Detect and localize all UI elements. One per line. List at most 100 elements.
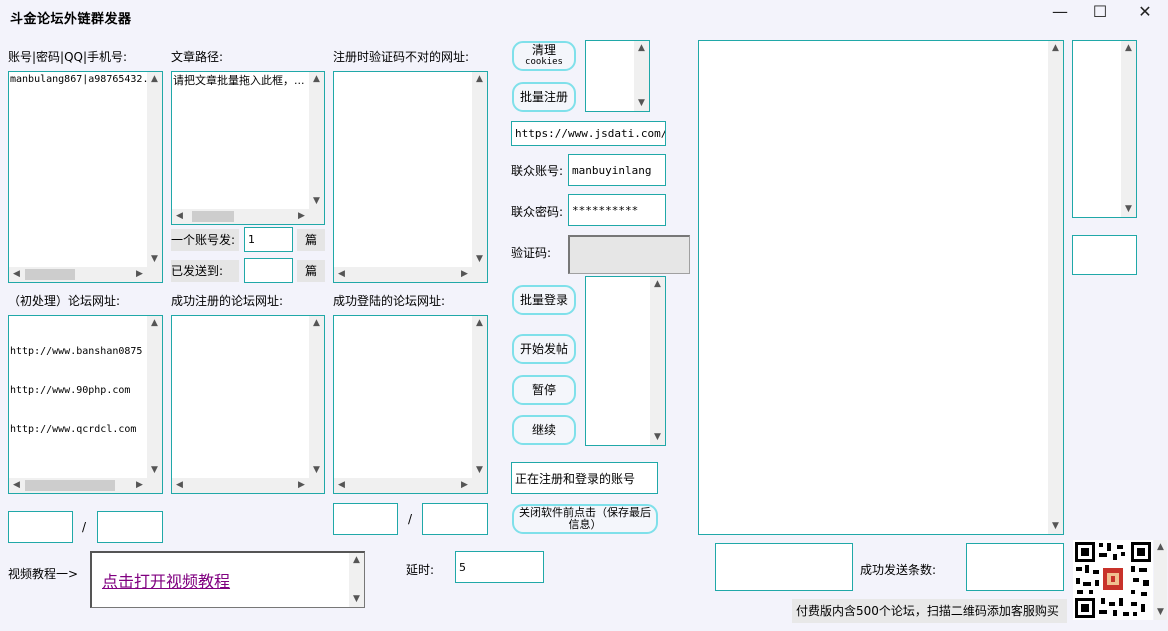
log-textarea[interactable]: ▲ ▼ — [698, 40, 1064, 535]
accounts-vscrollbar[interactable]: ▲ ▼ — [147, 72, 162, 267]
scroll-down-icon[interactable]: ▼ — [353, 594, 360, 604]
scroll-up-icon[interactable]: ▲ — [151, 318, 158, 328]
scroll-down-icon[interactable]: ▼ — [476, 254, 483, 264]
scroll-up-icon[interactable]: ▲ — [313, 74, 320, 84]
login-count-left[interactable] — [333, 503, 398, 535]
scroll-left-icon[interactable]: ◀ — [13, 480, 20, 490]
login-success-hscrollbar[interactable]: ◀ ▶ — [334, 478, 472, 493]
captcha-image — [568, 235, 690, 274]
video-tutorial-link[interactable]: 点击打开视频教程 — [102, 572, 231, 591]
scroll-up-icon[interactable]: ▲ — [1052, 43, 1059, 53]
reg-success-vscrollbar[interactable]: ▲ ▼ — [309, 316, 324, 478]
scroll-thumb[interactable] — [192, 211, 234, 222]
scroll-down-icon[interactable]: ▼ — [1157, 607, 1164, 617]
log-vscrollbar[interactable]: ▲ ▼ — [1048, 41, 1063, 534]
status-list[interactable]: ▲ ▼ — [585, 276, 666, 446]
qr-scrollbar[interactable]: ▲ ▼ — [1154, 540, 1167, 620]
scroll-corner — [147, 267, 162, 282]
reg-captcha-fail-textarea[interactable]: ▲ ▼ ◀ ▶ — [333, 71, 488, 283]
cookies-vscrollbar[interactable]: ▲ ▼ — [634, 41, 649, 111]
scroll-left-icon[interactable]: ◀ — [338, 480, 345, 490]
article-hscrollbar[interactable]: ◀ ▶ — [172, 209, 309, 224]
scroll-left-icon[interactable]: ◀ — [338, 269, 345, 279]
count-field-left[interactable] — [8, 511, 73, 543]
scroll-up-icon[interactable]: ▲ — [151, 74, 158, 84]
scroll-up-icon[interactable]: ▲ — [313, 318, 320, 328]
forum-urls-vscrollbar[interactable]: ▲ ▼ — [147, 316, 162, 478]
captcha-service-url-input[interactable]: https://www.jsdati.com/ — [511, 121, 666, 146]
resume-button[interactable]: 继续 — [512, 415, 576, 445]
scroll-up-icon[interactable]: ▲ — [476, 74, 483, 84]
close-save-button[interactable]: 关闭软件前点击（保存最后信息） — [512, 504, 658, 534]
accounts-hscrollbar[interactable]: ◀ ▶ — [9, 267, 147, 282]
lianzhong-account-label: 联众账号: — [511, 164, 564, 178]
delay-label: 延时: — [406, 563, 435, 577]
forum-urls-hscrollbar[interactable]: ◀ ▶ — [9, 478, 147, 493]
lianzhong-password-input[interactable]: ********** — [568, 194, 666, 226]
scroll-down-icon[interactable]: ▼ — [313, 196, 320, 206]
forum-urls-textarea[interactable]: http://www.banshan0875 http://www.90php.… — [8, 315, 163, 494]
scroll-down-icon[interactable]: ▼ — [151, 465, 158, 475]
lianzhong-account-input[interactable]: manbuyinlang — [568, 154, 666, 186]
article-vscrollbar[interactable]: ▲ ▼ — [309, 72, 324, 209]
scroll-down-icon[interactable]: ▼ — [151, 254, 158, 264]
per-account-input[interactable]: 1 — [244, 227, 293, 252]
scroll-up-icon[interactable]: ▲ — [476, 318, 483, 328]
status-vscrollbar[interactable]: ▲ ▼ — [650, 277, 665, 445]
scroll-up-icon[interactable]: ▲ — [1157, 542, 1164, 552]
scroll-down-icon[interactable]: ▼ — [638, 98, 645, 108]
success-count-field[interactable] — [966, 543, 1064, 591]
batch-register-button[interactable]: 批量注册 — [512, 82, 576, 112]
cookies-list[interactable]: ▲ ▼ — [585, 40, 650, 112]
login-success-vscrollbar[interactable]: ▲ ▼ — [472, 316, 487, 478]
close-button[interactable]: ✕ — [1138, 2, 1152, 21]
scroll-down-icon[interactable]: ▼ — [1052, 521, 1059, 531]
scroll-right-icon[interactable]: ▶ — [461, 269, 468, 279]
clear-cookies-line1: 清理 — [531, 43, 556, 57]
scroll-down-icon[interactable]: ▼ — [313, 465, 320, 475]
scroll-down-icon[interactable]: ▼ — [1125, 204, 1132, 214]
clear-cookies-button[interactable]: 清理 cookies — [512, 41, 576, 71]
scroll-left-icon[interactable]: ◀ — [176, 211, 183, 221]
scroll-left-icon[interactable]: ◀ — [13, 269, 20, 279]
scroll-right-icon[interactable]: ▶ — [298, 211, 305, 221]
captcha-fail-vscrollbar[interactable]: ▲ ▼ — [472, 72, 487, 267]
maximize-button[interactable]: ☐ — [1092, 2, 1108, 21]
stat-field[interactable] — [715, 543, 853, 591]
login-count-right[interactable] — [422, 503, 488, 535]
captcha-fail-hscrollbar[interactable]: ◀ ▶ — [334, 267, 472, 282]
side-list[interactable]: ▲ ▼ — [1072, 40, 1137, 218]
minimize-button[interactable]: — — [1052, 2, 1068, 21]
login-success-textarea[interactable]: ▲ ▼ ◀ ▶ — [333, 315, 488, 494]
scroll-up-icon[interactable]: ▲ — [1125, 43, 1132, 53]
scroll-thumb[interactable] — [25, 269, 75, 280]
side-vscrollbar[interactable]: ▲ ▼ — [1121, 41, 1136, 217]
scroll-left-icon[interactable]: ◀ — [176, 480, 183, 490]
login-success-label: 成功登陆的论坛网址: — [333, 294, 446, 308]
scroll-right-icon[interactable]: ▶ — [136, 480, 143, 490]
scroll-down-icon[interactable]: ▼ — [476, 465, 483, 475]
article-path-textarea[interactable]: 请把文章批量拖入此框，... ▲ ▼ ◀ ▶ — [171, 71, 325, 225]
reg-captcha-fail-label: 注册时验证码不对的网址: — [333, 50, 470, 64]
start-post-button[interactable]: 开始发帖 — [512, 334, 576, 364]
scroll-right-icon[interactable]: ▶ — [461, 480, 468, 490]
pause-button[interactable]: 暂停 — [512, 375, 576, 405]
scroll-up-icon[interactable]: ▲ — [654, 279, 661, 289]
sent-to-input[interactable] — [244, 258, 293, 283]
scroll-thumb[interactable] — [25, 480, 115, 491]
scroll-corner — [147, 478, 162, 493]
side-field[interactable] — [1072, 235, 1137, 275]
video-vscrollbar[interactable]: ▲ ▼ — [349, 553, 364, 607]
delay-input[interactable]: 5 — [455, 551, 544, 583]
batch-login-button[interactable]: 批量登录 — [512, 285, 576, 315]
count-field-right[interactable] — [97, 511, 163, 543]
scroll-right-icon[interactable]: ▶ — [136, 269, 143, 279]
scroll-right-icon[interactable]: ▶ — [298, 480, 305, 490]
scroll-down-icon[interactable]: ▼ — [654, 432, 661, 442]
accounts-textarea[interactable]: manbulang867|a98765432... ▲ ▼ ◀ ▶ — [8, 71, 163, 283]
scroll-up-icon[interactable]: ▲ — [353, 555, 360, 565]
scroll-up-icon[interactable]: ▲ — [638, 43, 645, 53]
footer-note: 付费版内含500个论坛，扫描二维码添加客服购买 — [792, 599, 1067, 623]
reg-success-hscrollbar[interactable]: ◀ ▶ — [172, 478, 309, 493]
reg-success-textarea[interactable]: ▲ ▼ ◀ ▶ — [171, 315, 325, 494]
